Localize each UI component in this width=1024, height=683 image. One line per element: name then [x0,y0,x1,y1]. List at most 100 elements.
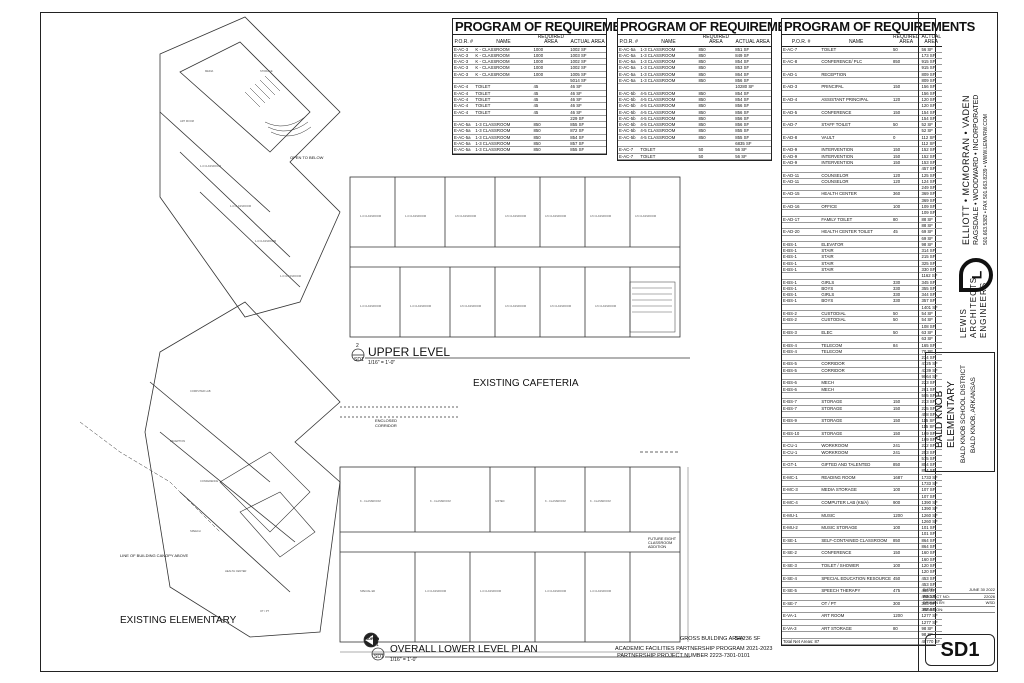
table-cell: 450 [892,575,921,582]
table-cell: FAMILY TOILET [820,216,893,223]
table-cell: 45 [892,228,921,236]
program-line: ACADEMIC FACILITIES PARTNERSHIP PROGRAM … [615,646,773,652]
svg-text:1-3 CLASSROOM: 1-3 CLASSROOM [480,589,501,593]
table-cell: INTERVENTION [820,146,893,154]
table-cell: 809 SF [920,77,942,85]
table-cell: 325 SF [920,260,942,268]
table-cell: 112 SF [920,134,942,142]
table-cell: 120 [892,172,921,179]
table-cell: 4-5 CLASSROOM [639,109,698,116]
table-cell: E-BS-2 [782,310,821,318]
svg-text:K - CLASSROOM: K - CLASSROOM [545,499,566,503]
table-cell: CONFERENCE/ PLC [820,58,893,66]
table-cell: E-MC-3 [782,486,821,494]
table-cell: STAFF TOILET [820,121,893,129]
table-cell: K - CLASSROOM [474,64,533,72]
table-header: P.O.R. # [618,35,640,47]
table-cell [892,272,921,280]
table-cell: 1260 SF [920,512,942,519]
table-cell [820,64,893,72]
table-cell [782,165,821,173]
table-cell: E-AD-8 [782,134,821,142]
table-header: P.O.R. # [782,35,821,47]
svg-text:1-3 CLASSROOM: 1-3 CLASSROOM [360,304,381,308]
table-cell: GIFTED AND TALENTED [820,461,893,469]
svg-text:1-3 CLASSROOM: 1-3 CLASSROOM [200,164,221,168]
table-cell: 152 SF [920,153,942,160]
table-cell: 109 SF [920,209,942,217]
meta-revision: REVISION: [923,607,995,613]
table-cell [892,222,921,230]
svg-text:1-3 CLASSROOM: 1-3 CLASSROOM [545,589,566,593]
table-cell: 355 SF [920,285,942,293]
table-cell: E-AC-8 [782,58,821,66]
table-cell [782,606,821,614]
table-cell [820,568,893,576]
program-table-title: PROGRAM OF REQUIREMENTS [453,19,646,35]
table-cell: E-AD-9 [782,159,821,167]
table-cell: HEALTH CENTER [820,190,893,198]
meta-project-no-label: PROJECT NO: [923,593,950,599]
table-cell: 4-5 CLASSROOM [639,121,698,129]
table-cell: ASSISTANT PRINCIPAL [820,96,893,104]
svg-text:GIFTED: GIFTED [495,499,505,503]
table-row: 112 SF [782,140,942,148]
table-row: 1162 SF [782,272,942,280]
table-cell [820,354,893,362]
project-number-line: PARTNERSHIP PROJECT NUMBER 2223-7301-010… [617,653,750,659]
table-header: NAME [639,35,698,47]
future-addition-note: FUTURE EIGHT CLASSROOM ADDITION [648,537,676,549]
svg-text:4-5 CLASSROOM: 4-5 CLASSROOM [505,214,526,218]
table-cell: E-BS-1 [782,291,821,299]
lower-level-tag: SD1 [374,654,384,660]
table-cell: 850 [697,71,735,79]
svg-text:K - CLASSROOM: K - CLASSROOM [430,499,451,503]
table-cell: 120 SF [920,562,942,570]
table-cell: 851 SF [734,46,771,53]
table-cell [892,260,921,268]
svg-text:4-5 CLASSROOM: 4-5 CLASSROOM [595,304,616,308]
table-cell: K - CLASSROOM [474,52,533,60]
table-cell [892,235,921,242]
table-cell: E-BS-1 [782,279,821,286]
table-cell: 45 [532,96,570,104]
table-cell: SELF-CONTAINED CLASSROOM [820,537,893,545]
table-cell: E-AD-3 [782,83,821,91]
table-cell: 856 SF [734,102,771,110]
table-cell: E-AC-5b [618,90,640,97]
svg-text:4-5 CLASSROOM: 4-5 CLASSROOM [545,214,566,218]
meta-drawn-by-value: WSD [985,600,995,605]
table-cell [892,360,921,368]
table-cell: E-AD-11 [782,178,821,186]
table-row: 154 SF [782,115,942,123]
table-cell [639,83,698,91]
table-cell: E-AC-4 [453,83,475,91]
table-cell: E-AC-5a [618,64,640,72]
meta-drawn-by: DRAWN BY:WSD [923,600,995,607]
table-cell: 4725 SF [920,360,942,368]
table-cell: COUNSELOR [820,178,893,186]
table-cell: WORKROOM [820,449,893,456]
table-row: 1733 SF [782,480,942,488]
table-cell: PRINCIPAL [820,83,893,91]
table-cell: 4-5 CLASSROOM [639,134,698,142]
table-cell: 223 SF [920,379,942,387]
table-row: 458 SF [782,411,942,419]
table-cell [892,197,921,205]
